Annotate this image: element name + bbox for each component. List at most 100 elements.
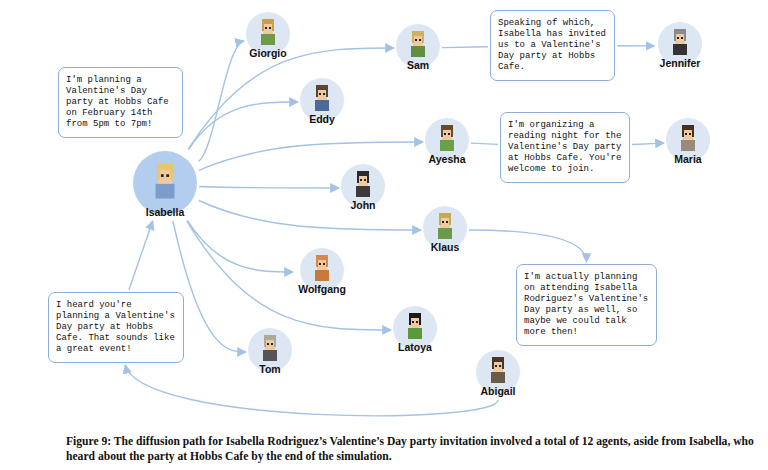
avatar-hair [439,217,441,225]
avatar-figure [408,313,422,339]
figure-caption: Figure 9: The diffusion path for Isabell… [66,434,758,464]
agent-name: John [341,199,385,212]
speech-bubble: I'm actually planning on attending Isabe… [516,264,657,346]
agent-node: Wolfgang [295,248,349,296]
avatar-hair [316,259,318,267]
speech-bubble: I'm planning a Valentine's Day party at … [58,67,183,138]
agent-node: Sam [396,24,440,72]
avatar-eye [499,365,501,367]
avatar-body [156,184,175,199]
avatar-hair [274,339,276,347]
avatar-hair [492,361,494,369]
avatar-body [315,270,329,281]
diffusion-arrow [189,102,298,149]
diffusion-arrow [442,46,488,48]
agent-name: Isabella [133,206,197,219]
avatar-hair [451,129,453,137]
avatar-icon [133,151,197,215]
diffusion-arrow [199,201,421,231]
agent-name: Abigail [476,385,520,398]
avatar-eye [267,343,269,345]
avatar-figure [440,125,454,151]
agent-name: Wolfgang [295,283,349,296]
avatar-hair [326,259,328,267]
avatar-eye [269,27,271,29]
avatar-eye [360,179,362,181]
avatar-eye [442,221,444,223]
avatar-eye [677,37,679,39]
agent-node: Maria [666,118,710,166]
agent-node: Tom [248,328,292,376]
diffusion-arrow [199,41,244,162]
avatar-figure [673,29,687,55]
diffusion-arrow [187,221,391,330]
avatar-figure [438,213,452,239]
speech-text: I'm actually planning on attending Isabe… [524,272,649,338]
avatar-eye [323,93,325,95]
speech-text: I heard you're planning a Valentine's Da… [56,300,176,355]
avatar-eye [444,133,446,135]
agent-node: Isabella [133,151,197,219]
avatar-eye [416,321,418,323]
avatar-body [438,228,452,239]
agent-node: Giorgio [246,12,290,60]
avatar-body [263,350,277,361]
avatar-eye [415,39,417,41]
diffusion-arrow [129,221,153,290]
diffusion-arrow [469,230,587,262]
avatar-figure [315,255,329,281]
avatar-hair [419,317,421,325]
agent-node: Ayesha [425,118,469,166]
diffusion-arrow [632,143,664,144]
avatar-hair [684,33,686,41]
agent-name: Eddy [300,113,344,126]
avatar-eye [319,93,321,95]
avatar-circle [133,151,197,215]
avatar-body [261,34,275,45]
avatar-eye [166,174,169,177]
diffusion-arrow [617,45,655,47]
diffusion-arrow [471,143,498,144]
avatar-hair [422,35,424,43]
diffusion-arrow [199,187,339,189]
avatar-eye [364,179,366,181]
avatar-eye [685,133,687,135]
avatar-hair [326,89,328,97]
agent-node: Abigail [476,350,520,398]
avatar-figure [263,335,277,361]
speech-bubble: I'm organizing a reading night for the V… [500,112,630,183]
avatar-eye [265,27,267,29]
avatar-eye [271,343,273,345]
agent-node: Jennifer [657,22,704,70]
avatar-body [681,140,695,151]
avatar-figure [491,357,505,383]
avatar-hair [157,169,160,180]
avatar-figure [156,163,175,198]
agent-name: Jennifer [657,57,704,70]
avatar-hair [170,169,173,180]
avatar-body [673,44,687,55]
speech-text: Speaking of which, Isabella has invited … [498,18,607,73]
avatar-eye [448,133,450,135]
avatar-hair [674,33,676,41]
avatar-hair [264,339,266,347]
avatar-hair [449,217,451,225]
avatar-body [491,372,505,383]
avatar-body [408,328,422,339]
avatar-eye [495,365,497,367]
avatar-eye [161,174,164,177]
avatar-hair [682,129,684,137]
avatar-body [411,46,425,57]
agent-name: Latoya [393,341,437,354]
avatar-eye [319,263,321,265]
avatar-eye [323,263,325,265]
avatar-eye [689,133,691,135]
agent-name: Klaus [423,241,467,254]
diffusion-arrow [199,142,423,170]
avatar-body [356,186,370,197]
avatar-figure [315,85,329,111]
avatar-figure [356,171,370,197]
avatar-eye [412,321,414,323]
